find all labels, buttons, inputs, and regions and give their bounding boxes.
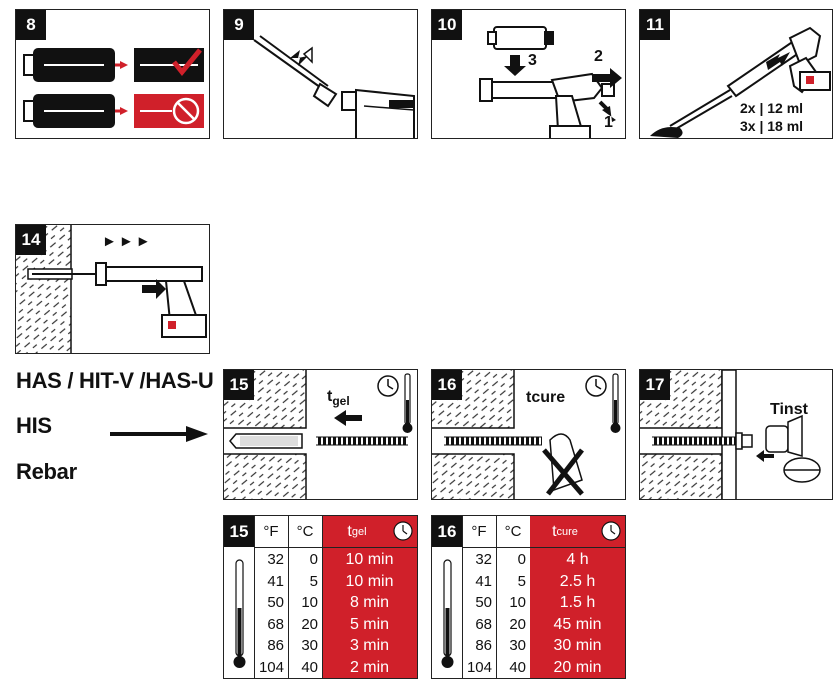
- step-number: 14: [16, 225, 46, 255]
- cell-celsius: 40: [301, 658, 318, 676]
- cell-fahrenheit: 104: [466, 658, 492, 676]
- clock-icon: [393, 521, 413, 541]
- header-divider: [254, 547, 417, 548]
- cell-celsius: 10: [301, 594, 318, 611]
- header-celsius: °C: [504, 523, 522, 540]
- step-1-label: 1: [604, 114, 613, 131]
- fahrenheit-column: [254, 516, 288, 678]
- dispense-waste-illustration: [650, 26, 831, 138]
- cell-celsius: 20: [301, 615, 318, 633]
- cell-celsius: 0: [309, 551, 318, 568]
- step-number: 15: [224, 370, 254, 400]
- header-fahrenheit: °F: [471, 523, 487, 540]
- table-number: 16: [432, 516, 462, 547]
- header-fahrenheit: °F: [263, 523, 279, 540]
- cell-celsius: 30: [509, 637, 526, 654]
- cell-time: 30 min: [553, 637, 602, 654]
- discard-first-strokes-illustration: [23, 48, 204, 128]
- install-torque-illustration: [640, 370, 821, 499]
- step-number: 11: [640, 10, 670, 40]
- cell-fahrenheit: 86: [267, 637, 284, 654]
- cell-time: 2.5 h: [559, 572, 596, 590]
- cell-fahrenheit: 68: [267, 615, 284, 633]
- gel-time-label: tgel: [327, 388, 350, 409]
- stroke-volume-line-1: 2x | 12 ml: [740, 100, 804, 116]
- cell-time: 3 min: [349, 637, 390, 654]
- thermometer-icon: [441, 559, 454, 668]
- cell-celsius: 0: [517, 551, 526, 568]
- step-17-panel: 17 Tinst: [639, 369, 833, 500]
- cure-time-illustration: [432, 370, 621, 499]
- table-number: 15: [224, 516, 254, 547]
- step-number: 8: [16, 10, 46, 40]
- insert-cartridge-illustration: [479, 26, 622, 138]
- header-celsius: °C: [296, 523, 314, 540]
- celsius-column: [496, 516, 530, 678]
- cell-fahrenheit: 41: [267, 572, 284, 590]
- step-8-panel: 8: [15, 9, 210, 139]
- cell-fahrenheit: 104: [258, 658, 284, 676]
- cell-celsius: 30: [301, 637, 318, 654]
- cell-celsius: 5: [517, 572, 526, 590]
- cell-time: 2 min: [349, 658, 390, 676]
- cell-time: 20 min: [553, 658, 602, 676]
- cell-fahrenheit: 68: [475, 615, 492, 633]
- celsius-column: [288, 516, 322, 678]
- cell-fahrenheit: 86: [475, 637, 492, 654]
- step-10-panel: 10 3 2 1: [431, 9, 626, 139]
- attach-mixer-illustration: [253, 35, 415, 138]
- anchor-type-rebar: Rebar: [16, 459, 77, 484]
- cell-fahrenheit: 32: [475, 551, 492, 568]
- cell-celsius: 5: [309, 572, 318, 590]
- cell-fahrenheit: 32: [267, 551, 284, 568]
- cell-time: 10 min: [345, 572, 394, 590]
- install-torque-label: Tinst: [770, 401, 808, 418]
- cell-time: 45 min: [553, 615, 602, 633]
- cell-celsius: 10: [509, 594, 526, 611]
- step-11-panel: 11 2x | 12 ml 3x | 18 ml: [639, 9, 833, 139]
- cell-fahrenheit: 50: [475, 594, 492, 611]
- cell-fahrenheit: 50: [267, 594, 284, 611]
- step-16-panel: 16 tcure: [431, 369, 626, 500]
- thermometer-icon: [233, 559, 246, 668]
- step-number: 17: [640, 370, 670, 400]
- column-divider: [322, 516, 323, 678]
- cell-time: 4 h: [566, 551, 589, 568]
- fill-direction-arrows: ►►►: [102, 233, 153, 250]
- stroke-volume-line-2: 3x | 18 ml: [740, 118, 804, 134]
- anchor-type-has-hitv: HAS / HIT-V /HAS-U: [16, 368, 214, 393]
- clock-icon: [601, 521, 621, 541]
- cell-fahrenheit: 41: [475, 572, 492, 590]
- right-arrow-icon: [110, 426, 208, 442]
- cell-time: 10 min: [345, 551, 394, 568]
- step-14-panel: 14 ►►►: [15, 224, 210, 354]
- step-number: 10: [432, 10, 462, 40]
- cell-celsius: 40: [509, 658, 526, 676]
- cell-time: 1.5 h: [559, 594, 596, 611]
- cell-time: 5 min: [349, 615, 390, 633]
- step-9-panel: 9: [223, 9, 418, 139]
- step-15-panel: 15 tgel: [223, 369, 418, 500]
- step-2-label: 2: [594, 48, 603, 65]
- anchor-type-his: HIS: [16, 413, 52, 438]
- step-number: 16: [432, 370, 462, 400]
- time-column: [322, 516, 417, 678]
- header-divider: [462, 547, 625, 548]
- cell-celsius: 20: [509, 615, 526, 633]
- step-3-label: 3: [528, 52, 537, 69]
- cell-time: 8 min: [349, 594, 390, 611]
- time-column: [530, 516, 625, 678]
- fahrenheit-column: [462, 516, 496, 678]
- cure-time-label: tcure: [526, 389, 566, 406]
- step-number: 9: [224, 10, 254, 40]
